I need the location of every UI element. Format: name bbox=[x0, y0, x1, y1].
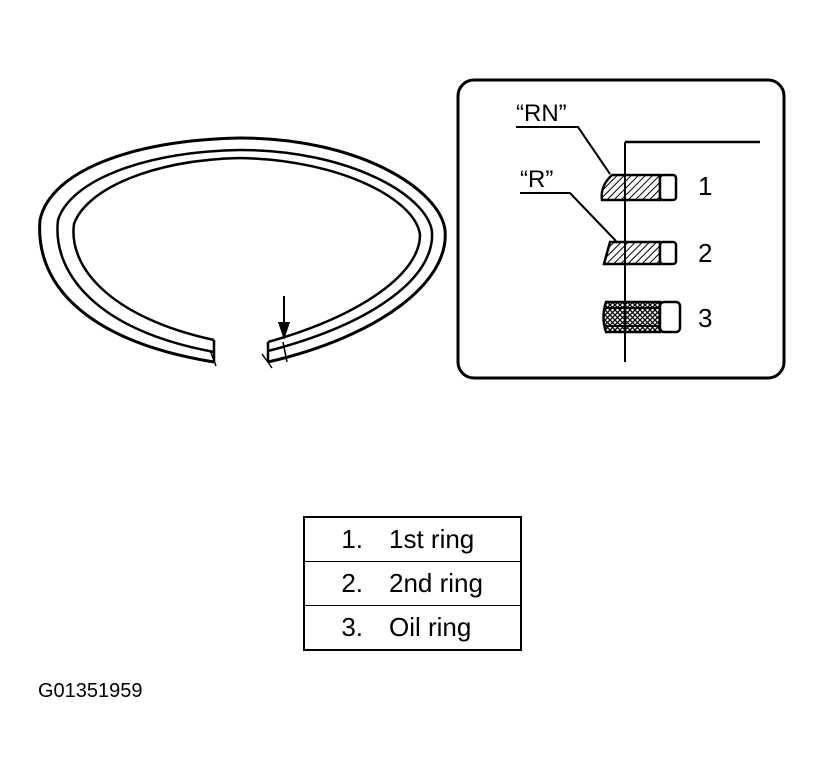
ring-2-number: 2 bbox=[698, 238, 712, 268]
oil-ring-section bbox=[602, 300, 682, 334]
legend-number: 1. bbox=[341, 524, 363, 554]
legend-text: Oil ring bbox=[389, 612, 472, 642]
ring-3-number: 3 bbox=[698, 303, 712, 333]
legend-row: 2. 2nd ring bbox=[303, 561, 522, 606]
marking-arrow bbox=[278, 296, 290, 340]
legend-number: 3. bbox=[341, 612, 363, 642]
legend-number: 2. bbox=[341, 568, 363, 598]
r-mark-label: “R” bbox=[520, 166, 553, 193]
rn-leader-line bbox=[516, 126, 611, 175]
piston-ring bbox=[38, 136, 447, 369]
legend-text: 1st ring bbox=[389, 524, 475, 554]
legend-row: 3. Oil ring bbox=[303, 605, 522, 651]
rn-mark-label: “RN” bbox=[516, 100, 567, 127]
ring-1-number: 1 bbox=[698, 171, 712, 201]
ring-2-section bbox=[602, 240, 678, 266]
figure-id: G01351959 bbox=[38, 680, 143, 702]
legend-row: 1. 1st ring bbox=[303, 516, 522, 562]
legend-table: 1. 1st ring 2. 2nd ring 3. Oil ring bbox=[303, 516, 522, 651]
r-leader-line bbox=[520, 192, 617, 242]
ring-1-section bbox=[600, 173, 678, 202]
ring-section-panel bbox=[456, 78, 786, 380]
legend-text: 2nd ring bbox=[389, 568, 483, 598]
